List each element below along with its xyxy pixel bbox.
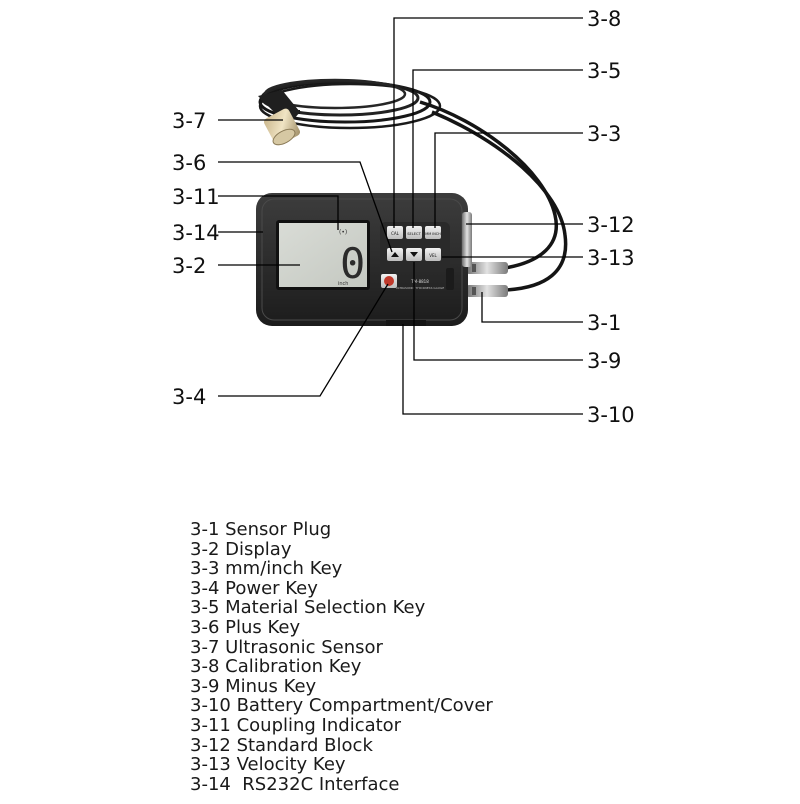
display: (•) 0 inch [276,220,370,290]
callout-3-10: 3-10 [587,403,635,427]
velocity-key[interactable]: VEL [425,248,441,261]
standard-block [462,212,472,267]
leader-3-11 [218,195,339,230]
legend-item: 3-12 Standard Block [190,734,373,756]
callout-3-6: 3-6 [172,151,206,175]
battery-cover [386,320,426,326]
callout-3-13: 3-13 [587,246,635,270]
display-reading: 0 [340,239,365,288]
legend-item: 3-3 mm/inch Key [190,558,343,580]
legend-item: 3-6 Plus Key [190,616,301,638]
minus-arrow-icon [410,252,418,257]
mm-inch-key[interactable]: MM INCH [425,226,441,239]
leader-3-1 [481,292,583,323]
legend-item: 3-2 Display [190,538,292,560]
legend-item: 3-8 Calibration Key [190,656,362,678]
minus-key[interactable] [406,248,422,261]
svg-text:SELECT: SELECT [407,232,421,236]
leader-3-5 [412,69,583,228]
callout-3-12: 3-12 [587,213,635,237]
callout-3-4: 3-4 [172,385,206,409]
legend-item: 3-11 Coupling Indicator [190,714,402,736]
svg-text:MM INCH: MM INCH [425,232,441,236]
legend-item: 3-1 Sensor Plug [190,519,332,540]
legend-item: 3-9 Minus Key [190,675,317,697]
callout-3-3: 3-3 [587,122,621,146]
callout-3-9: 3-9 [587,349,621,373]
callout-3-8: 3-8 [587,7,621,31]
leader-3-6 [218,161,393,253]
svg-text:CAL: CAL [391,231,400,236]
display-unit: inch [338,281,348,287]
coupling-indicator: (•) [339,229,347,236]
legend-item: 3-4 Power Key [190,577,318,599]
callout-3-14: 3-14 [172,221,220,245]
parts-legend: 3-1 Sensor Plug 3-2 Display 3-3 mm/inch … [190,520,790,794]
sensor-plugs [466,262,508,297]
leader-3-10 [402,324,583,415]
ultrasonic-sensor-probe [258,90,300,146]
material-selection-key[interactable]: SELECT [406,226,422,239]
rs232c-interface [446,268,454,290]
power-key[interactable] [381,274,397,288]
calibration-key[interactable]: CAL [387,226,403,239]
model-subtitle: ULTRASONIC THICKNESS GAUGE [396,286,445,290]
legend-item: 3-13 Velocity Key [190,754,346,776]
leader-3-4 [218,283,389,397]
legend-item: 3-7 Ultrasonic Sensor [190,636,383,658]
plus-key[interactable] [387,248,403,261]
callout-3-2: 3-2 [172,254,206,278]
callout-3-7: 3-7 [172,109,206,133]
callout-labels: 3-8 3-5 3-3 3-12 3-13 3-1 3-9 3-10 3-7 3… [172,7,635,427]
leader-3-9 [413,262,583,361]
keypad: CAL SELECT MM INCH VEL TM-8818 ULTRASONI… [380,222,454,290]
model-label: TM-8818 [410,279,429,284]
power-icon [384,276,394,286]
plus-arrow-icon [391,252,399,257]
legend-item: 3-10 Battery Compartment/Cover [190,695,493,717]
legend-item: 3-5 Material Selection Key [190,597,426,619]
leader-3-3 [434,132,583,228]
svg-text:VEL: VEL [429,253,437,258]
callout-3-11: 3-11 [172,185,220,209]
leader-3-8 [393,17,583,228]
callout-3-1: 3-1 [587,311,621,335]
leader-lines [218,17,583,415]
legend-item: 3-14 RS232C Interface [190,773,400,795]
callout-3-5: 3-5 [587,59,621,83]
